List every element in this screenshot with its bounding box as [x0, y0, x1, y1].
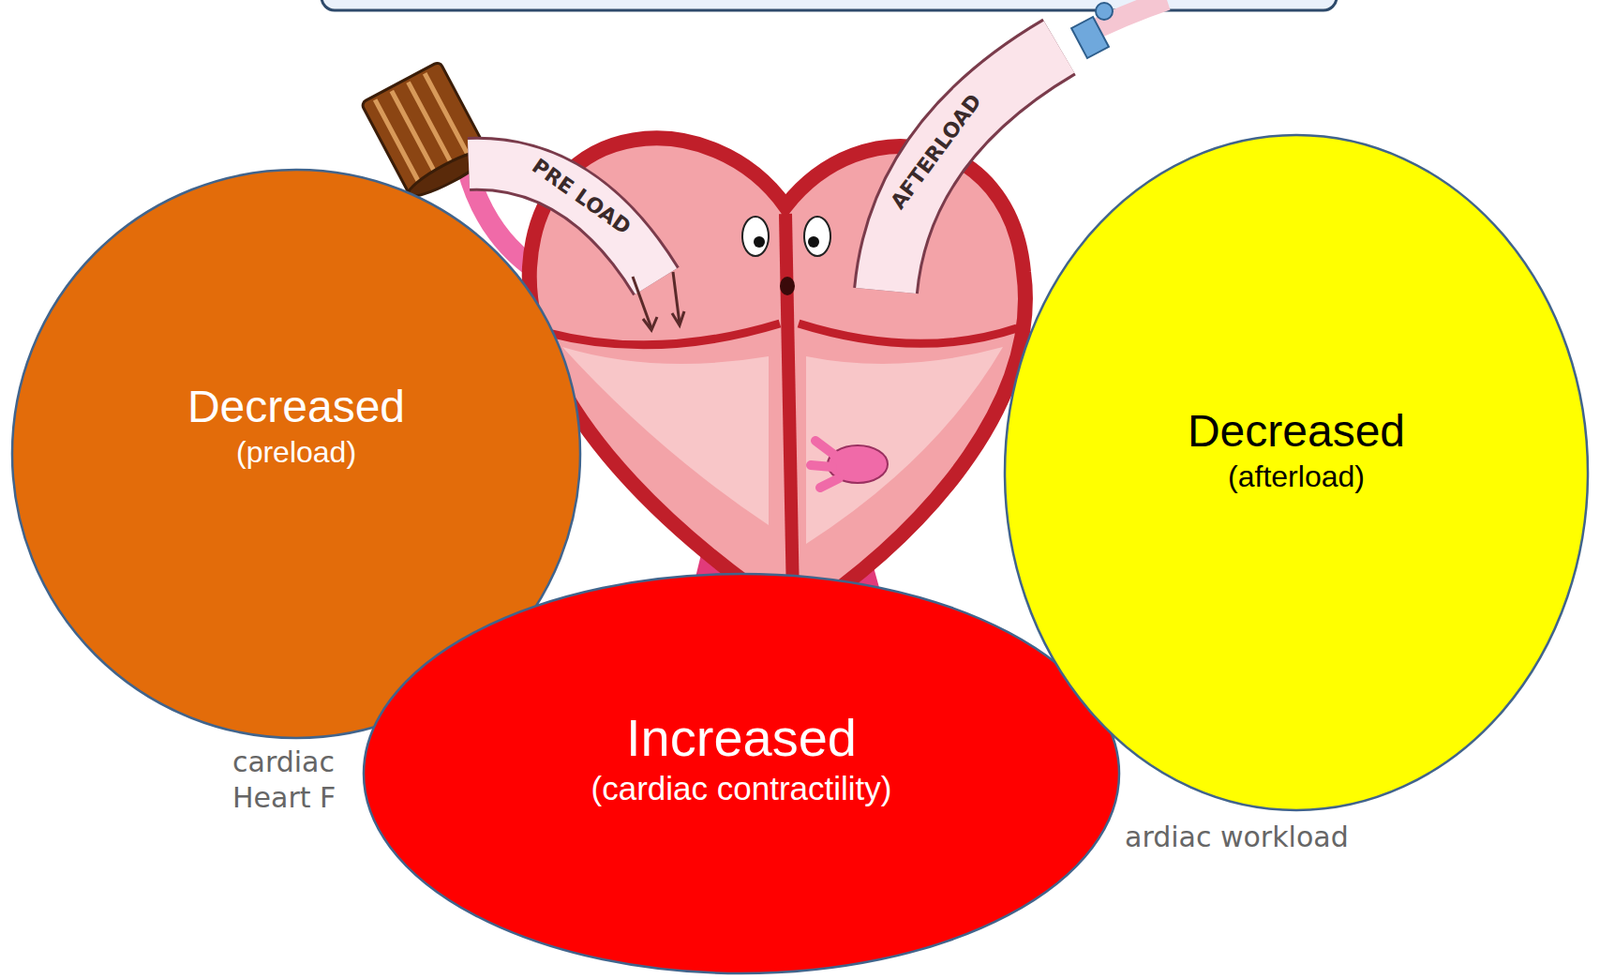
heart-septum	[785, 213, 793, 600]
node-subtext: (preload)	[236, 433, 357, 470]
heart-hand	[810, 440, 888, 488]
top-frame	[321, 0, 1337, 11]
heart-valve-line	[798, 323, 1017, 344]
node-text-group: Decreased(afterload)	[1002, 403, 1590, 494]
node-text-group: Decreased(preload)	[10, 379, 583, 470]
node-heading: Decreased	[1187, 403, 1406, 459]
heart-valve-line	[548, 323, 780, 345]
heart-chamber	[806, 346, 1003, 544]
node-subtext: (afterload)	[1227, 458, 1365, 494]
node-subtext: (cardiac contractility)	[591, 768, 893, 808]
yellow-ellipse: Decreased(afterload)	[1002, 133, 1590, 812]
heart-face	[742, 216, 831, 296]
heart-chamber	[562, 346, 769, 525]
node-text-group: Increased(cardiac contractility)	[361, 705, 1122, 808]
note-fragment: cardiac	[232, 745, 335, 779]
node-heading: Increased	[626, 705, 857, 769]
red-ellipse: Increased(cardiac contractility)	[361, 571, 1122, 975]
node-heading: Decreased	[187, 379, 405, 434]
note-fragment: ardiac workload	[1124, 820, 1349, 854]
note-fragment: Heart F	[232, 780, 336, 815]
